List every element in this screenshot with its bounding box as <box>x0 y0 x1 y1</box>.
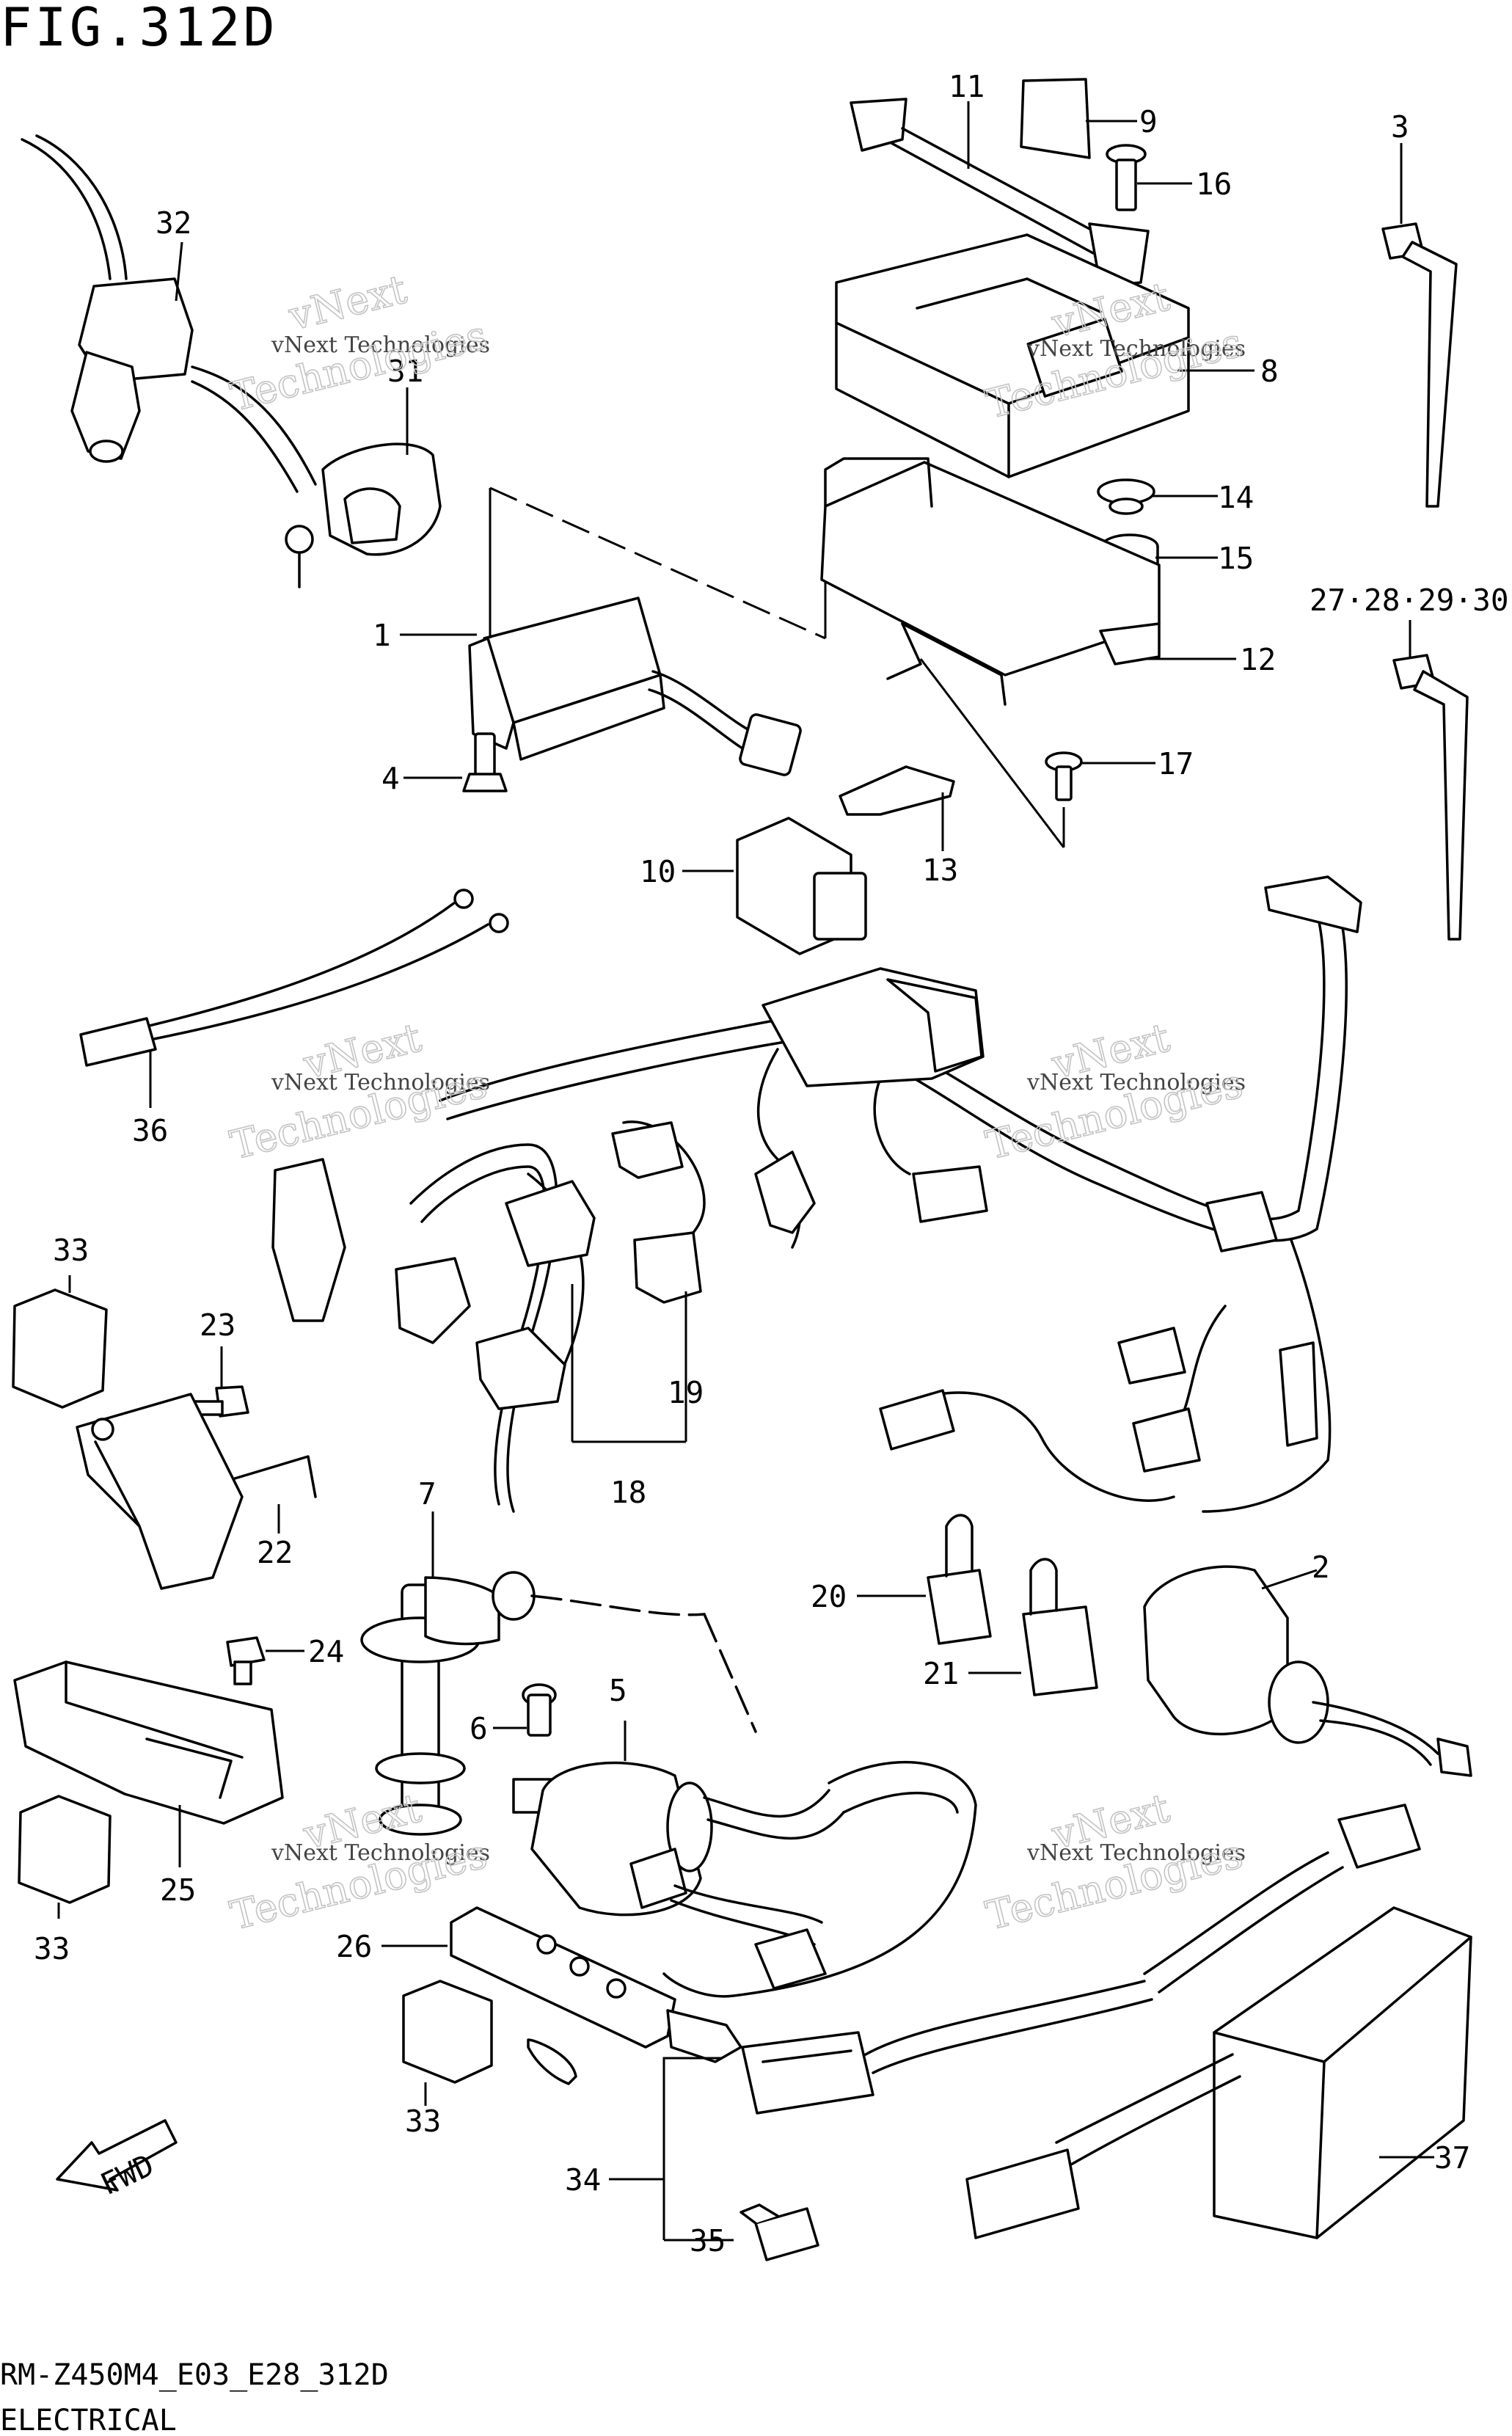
forward-arrow-icon: FWD <box>56 2119 178 2202</box>
part-21-connector[interactable] <box>1022 1558 1098 1696</box>
part-20-connector[interactable] <box>927 1514 992 1645</box>
part-33-cushion-a[interactable] <box>12 1288 108 1409</box>
callout-3: 3 <box>1391 109 1409 145</box>
callout-19: 19 <box>668 1375 704 1410</box>
part-13-clamp[interactable] <box>839 765 955 816</box>
callout-21: 21 <box>923 1656 959 1691</box>
svg-text:vNext Technologies: vNext Technologies <box>1026 336 1246 362</box>
part-22-bracket[interactable] <box>76 1393 317 1590</box>
callout-4: 4 <box>381 761 400 796</box>
callout-26: 26 <box>336 1929 372 1964</box>
callout-33-b: 33 <box>34 1931 70 1966</box>
callout-25: 25 <box>160 1872 196 1908</box>
callout-33-a: 33 <box>53 1233 89 1268</box>
part-31-switch-cover[interactable] <box>285 442 442 588</box>
part-5-ignition-coil[interactable] <box>512 1760 977 1998</box>
callout-14: 14 <box>1218 480 1254 515</box>
part-6-bolt[interactable] <box>522 1683 557 1737</box>
callout-2: 2 <box>1312 1550 1330 1585</box>
part-4-bolt[interactable] <box>462 732 508 792</box>
callout-7: 7 <box>418 1476 437 1511</box>
svg-text:Technologies: Technologies <box>226 312 492 420</box>
callout-31: 31 <box>387 354 423 389</box>
svg-text:vNext Technologies: vNext Technologies <box>1026 1840 1246 1866</box>
part-24-bolt[interactable] <box>226 1636 266 1685</box>
svg-text:vNext Technologies: vNext Technologies <box>1026 1070 1246 1095</box>
callout-24: 24 <box>308 1634 344 1669</box>
part-26-plate[interactable] <box>450 1906 742 2085</box>
callout-17: 17 <box>1158 746 1194 781</box>
svg-text:vNext Technologies: vNext Technologies <box>271 1070 490 1095</box>
callout-32: 32 <box>156 205 191 241</box>
callout-37: 37 <box>1434 2140 1470 2176</box>
callout-18: 18 <box>610 1475 646 1510</box>
callout-33-c: 33 <box>405 2104 441 2139</box>
callout-12: 12 <box>1240 642 1276 677</box>
part-34-fuse-holder[interactable] <box>741 2031 874 2115</box>
part-9-label[interactable] <box>1020 78 1091 159</box>
callout-35: 35 <box>690 2223 726 2258</box>
figure-section: ELECTRICAL <box>0 2404 177 2436</box>
part-37-control-box[interactable] <box>864 1804 1472 2239</box>
callout-13: 13 <box>922 853 958 888</box>
figure-code: RM-Z450M4_E03_E28_312D <box>0 2358 389 2392</box>
part-36-lead-wire[interactable] <box>79 889 509 1067</box>
part-8-ecm[interactable] <box>835 233 1190 478</box>
callout-1: 1 <box>373 618 391 653</box>
callout-27-30: 27·28·29·30 <box>1310 583 1509 618</box>
part-12-ecm-bracket[interactable] <box>820 457 1161 706</box>
callout-16: 16 <box>1196 167 1232 202</box>
part-14-collar[interactable] <box>1097 478 1155 515</box>
callout-10: 10 <box>640 854 676 889</box>
part-16-screw[interactable] <box>1106 144 1147 211</box>
callout-15: 15 <box>1218 541 1254 576</box>
part-33-cushion-c[interactable] <box>402 1980 493 2084</box>
part-3-cable-tie[interactable] <box>1381 222 1458 508</box>
part-32-engine-stop-switch[interactable] <box>21 134 317 493</box>
part-33-cushion-b[interactable] <box>18 1795 112 1904</box>
svg-text:vNext Technologies: vNext Technologies <box>271 332 490 358</box>
callout-9: 9 <box>1139 104 1158 139</box>
part-18-wiring-harness[interactable] <box>271 875 1362 1513</box>
part-1-control-unit[interactable] <box>468 597 802 776</box>
part-27-30-cable-ties[interactable] <box>1392 654 1469 941</box>
part-35-fuse[interactable] <box>739 2203 819 2261</box>
callout-11: 11 <box>949 69 985 104</box>
svg-text:vNext: vNext <box>284 266 412 340</box>
part-25-bracket[interactable] <box>13 1660 284 1825</box>
part-10-coupler[interactable] <box>736 817 867 955</box>
callout-36: 36 <box>132 1113 168 1148</box>
callout-22: 22 <box>257 1535 293 1570</box>
callout-34: 34 <box>565 2162 601 2198</box>
part-17-screw[interactable] <box>1045 751 1083 801</box>
part-7-cap[interactable] <box>360 1571 757 1836</box>
figure-title: FIG.312D <box>0 0 278 58</box>
part-2-rectifier[interactable] <box>1143 1565 1472 1777</box>
callout-5: 5 <box>609 1673 627 1708</box>
callout-6: 6 <box>470 1711 488 1746</box>
callout-8: 8 <box>1260 354 1279 389</box>
callout-20: 20 <box>811 1579 847 1614</box>
svg-text:vNext Technologies: vNext Technologies <box>271 1840 490 1866</box>
callout-23: 23 <box>200 1308 235 1343</box>
